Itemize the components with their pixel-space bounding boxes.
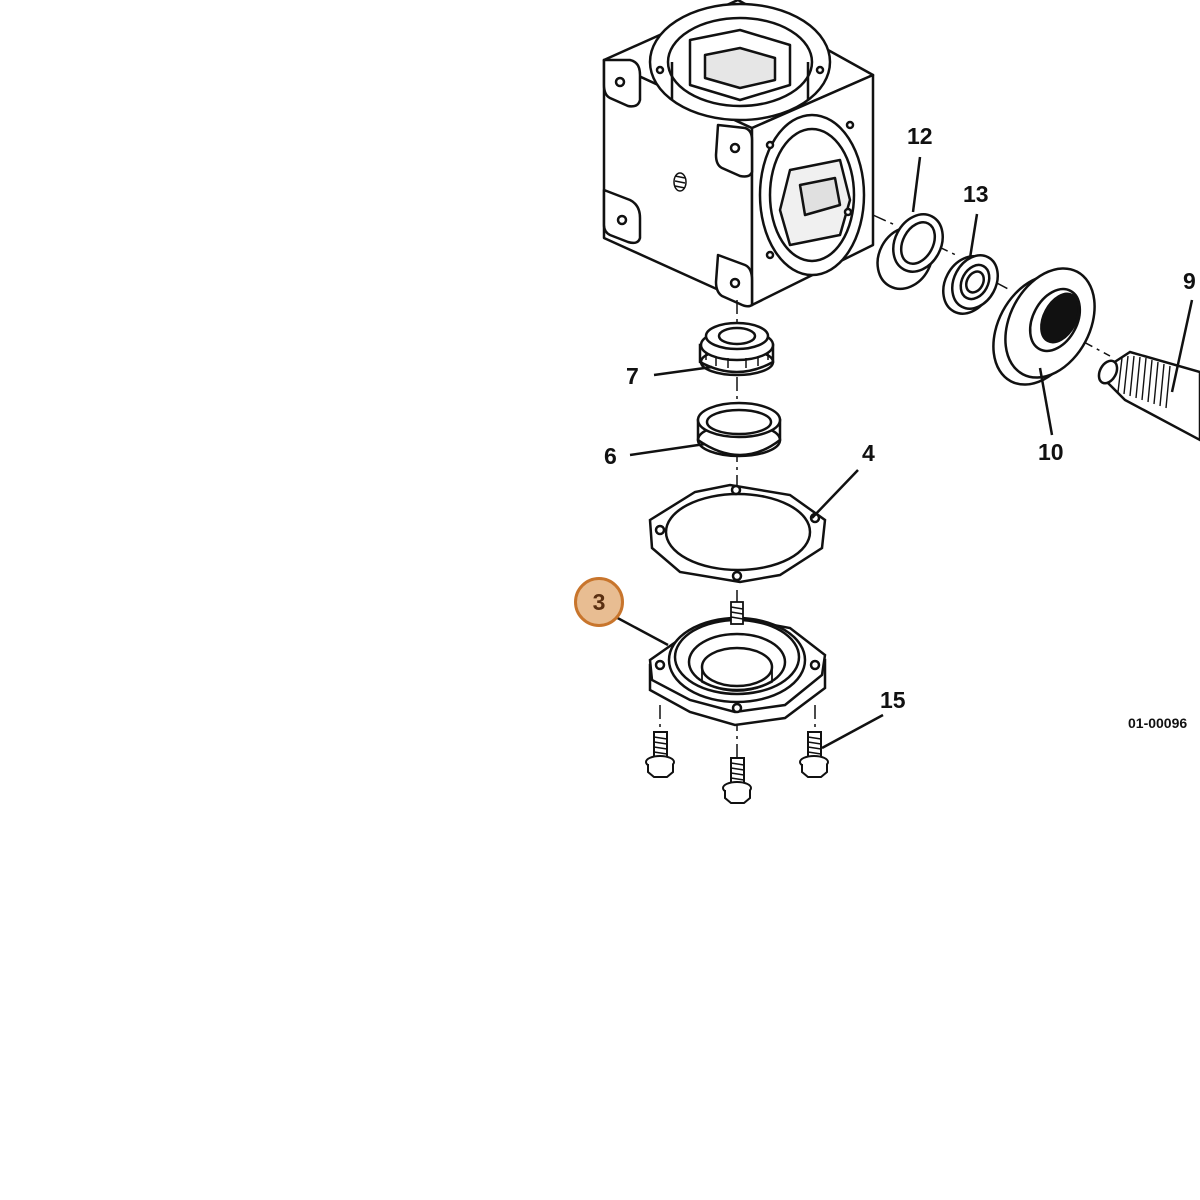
callout-9: 9 xyxy=(1183,268,1196,294)
leader-15 xyxy=(821,713,884,750)
callout-10: 10 xyxy=(1038,439,1064,465)
part-3-bearing-cap xyxy=(648,601,827,727)
callout-4: 4 xyxy=(862,440,875,466)
callout-6: 6 xyxy=(604,443,617,469)
part-4-gasket xyxy=(648,483,827,584)
leader-lines xyxy=(611,156,1194,750)
leader-12 xyxy=(911,156,922,213)
leader-10 xyxy=(1038,367,1054,436)
leader-4 xyxy=(811,469,859,519)
part-9-input-shaft xyxy=(1097,350,1200,442)
callout-15: 15 xyxy=(880,687,906,713)
drawing-code: 01-00096 xyxy=(1128,715,1188,731)
part-7-tapered-bearing-cone xyxy=(698,321,775,377)
part-12-bearing-cup xyxy=(876,212,944,291)
leader-3 xyxy=(611,613,669,647)
leader-7 xyxy=(653,365,713,377)
part-13-ball-bearing xyxy=(942,254,999,315)
part-10-oil-seal xyxy=(992,267,1096,386)
leader-13 xyxy=(968,213,979,259)
part-15-flange-bolts xyxy=(645,731,829,804)
leader-6 xyxy=(629,442,706,457)
flange-bolt-right xyxy=(799,731,829,778)
leader-9 xyxy=(1170,299,1194,393)
callout-12: 12 xyxy=(907,123,933,149)
gearbox-housing xyxy=(602,0,875,308)
callout-13: 13 xyxy=(963,181,989,207)
flange-bolt-left xyxy=(645,731,675,778)
callout-7: 7 xyxy=(626,363,639,389)
part-6-bearing-cup xyxy=(696,401,782,458)
callout-3-highlight-badge[interactable]: 3 xyxy=(574,577,624,627)
flange-bolt-center xyxy=(722,757,752,804)
